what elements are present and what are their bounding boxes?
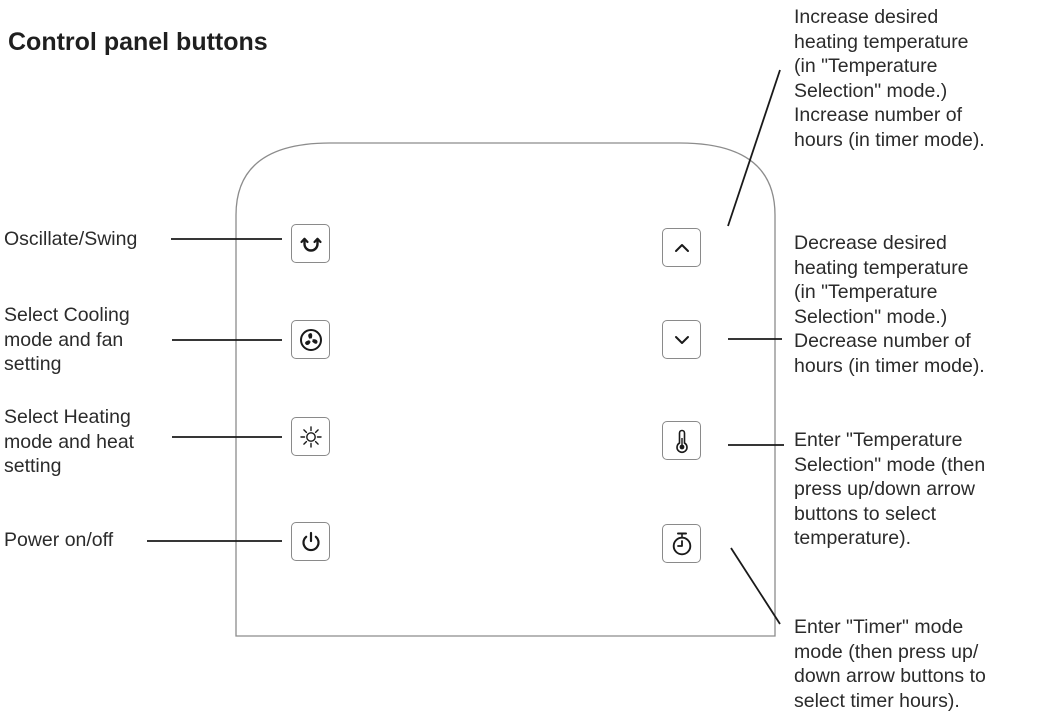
control-panel-outline	[235, 142, 776, 637]
oscillate-icon	[299, 232, 323, 256]
page-title: Control panel buttons	[8, 28, 268, 56]
label-power: Power on/off	[4, 529, 114, 551]
heat-button[interactable]	[291, 417, 330, 456]
power-button[interactable]	[291, 522, 330, 561]
temperature-button[interactable]	[662, 421, 701, 460]
thermometer-icon	[670, 428, 694, 454]
label-cooling: Select Cooling mode and fan setting	[4, 304, 130, 375]
label-down: Decrease desired heating temperature (in…	[794, 232, 985, 377]
fan-button[interactable]	[291, 320, 330, 359]
sun-icon	[298, 424, 324, 450]
leader-timer	[730, 547, 781, 625]
label-timer: Enter "Timer" mode mode (then press up/ …	[794, 616, 986, 712]
chevron-down-icon	[672, 330, 692, 350]
timer-button[interactable]	[662, 524, 701, 563]
leader-up	[727, 69, 781, 227]
chevron-up-icon	[672, 238, 692, 258]
oscillate-button[interactable]	[291, 224, 330, 263]
label-temperature: Enter "Temperature Selection" mode (then…	[794, 429, 986, 549]
label-up: Increase desired heating temperature (in…	[794, 6, 985, 151]
up-button[interactable]	[662, 228, 701, 267]
label-heating: Select Heating mode and heat setting	[4, 406, 135, 477]
fan-icon	[299, 328, 323, 352]
down-button[interactable]	[662, 320, 701, 359]
label-oscillate: Oscillate/Swing	[4, 228, 138, 250]
timer-icon	[669, 531, 695, 557]
power-icon	[299, 530, 323, 554]
